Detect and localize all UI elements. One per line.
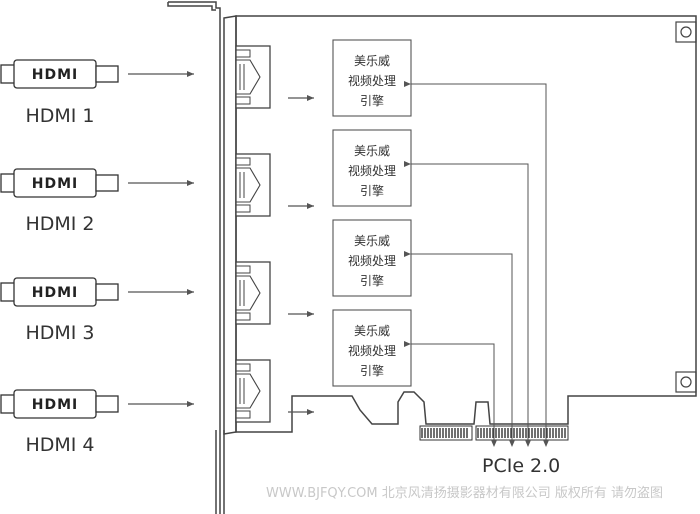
hdmi-logo-text: HDMI: [32, 67, 78, 83]
pcb-board: [235, 15, 697, 433]
pcie-gold-fingers: [419, 425, 569, 441]
mounting-hole-top: [675, 21, 697, 43]
board-hdmi-port-1: [235, 45, 314, 109]
engine-label-line: 引擎: [360, 183, 384, 198]
engine-bus-trace: [404, 161, 529, 446]
engine-label-line: 美乐威: [354, 54, 390, 68]
hdmi-logo-text: HDMI: [32, 285, 78, 301]
bus-arrow-head: [509, 440, 515, 447]
hdmi-input-label: HDMI 1: [25, 105, 94, 127]
board-hdmi-port-2: [235, 153, 314, 217]
hdmi-logo-text: HDMI: [32, 176, 78, 192]
hdmi-input-2: HDMI HDMI 2: [0, 168, 194, 235]
engine-bus-trace: [404, 251, 513, 446]
engine-bus-trace: [404, 341, 495, 446]
engine-label-line: 视频处理: [348, 163, 396, 178]
hdmi-input-1: HDMI HDMI 1: [0, 59, 194, 127]
board-edge: [223, 15, 237, 435]
engine-label-line: 视频处理: [348, 343, 396, 358]
watermark-text: WWW.BJFQY.COM 北京风清扬摄影器材有限公司 版权所有 请勿盗图: [266, 485, 663, 501]
engine-label-line: 引擎: [360, 363, 384, 378]
board-hdmi-port-3: [235, 261, 314, 325]
hdmi-input-label: HDMI 2: [25, 213, 94, 235]
hdmi-input-4: HDMI HDMI 4: [0, 389, 194, 456]
engine-label-line: 美乐威: [354, 234, 390, 248]
mounting-bracket: [167, 1, 225, 514]
engine-label-line: 美乐威: [354, 144, 390, 158]
hdmi-input-label: HDMI 3: [25, 322, 94, 344]
engine-label-line: 美乐威: [354, 324, 390, 338]
engine-label-line: 引擎: [360, 273, 384, 288]
engine-bus-trace: [404, 81, 547, 446]
hdmi-input-label: HDMI 4: [25, 434, 94, 456]
board-hdmi-port-4: [235, 359, 314, 423]
bus-arrow-head: [491, 440, 497, 447]
hdmi-logo-text: HDMI: [32, 397, 78, 413]
hdmi-input-3: HDMI HDMI 3: [0, 277, 194, 344]
mounting-hole-bottom: [675, 371, 697, 393]
pcie-label: PCIe 2.0: [482, 455, 560, 477]
engine-label-line: 视频处理: [348, 73, 396, 88]
bus-arrow-head: [525, 440, 531, 447]
engine-label-line: 视频处理: [348, 253, 396, 268]
engine-label-line: 引擎: [360, 93, 384, 108]
bus-arrow-head: [543, 440, 549, 447]
